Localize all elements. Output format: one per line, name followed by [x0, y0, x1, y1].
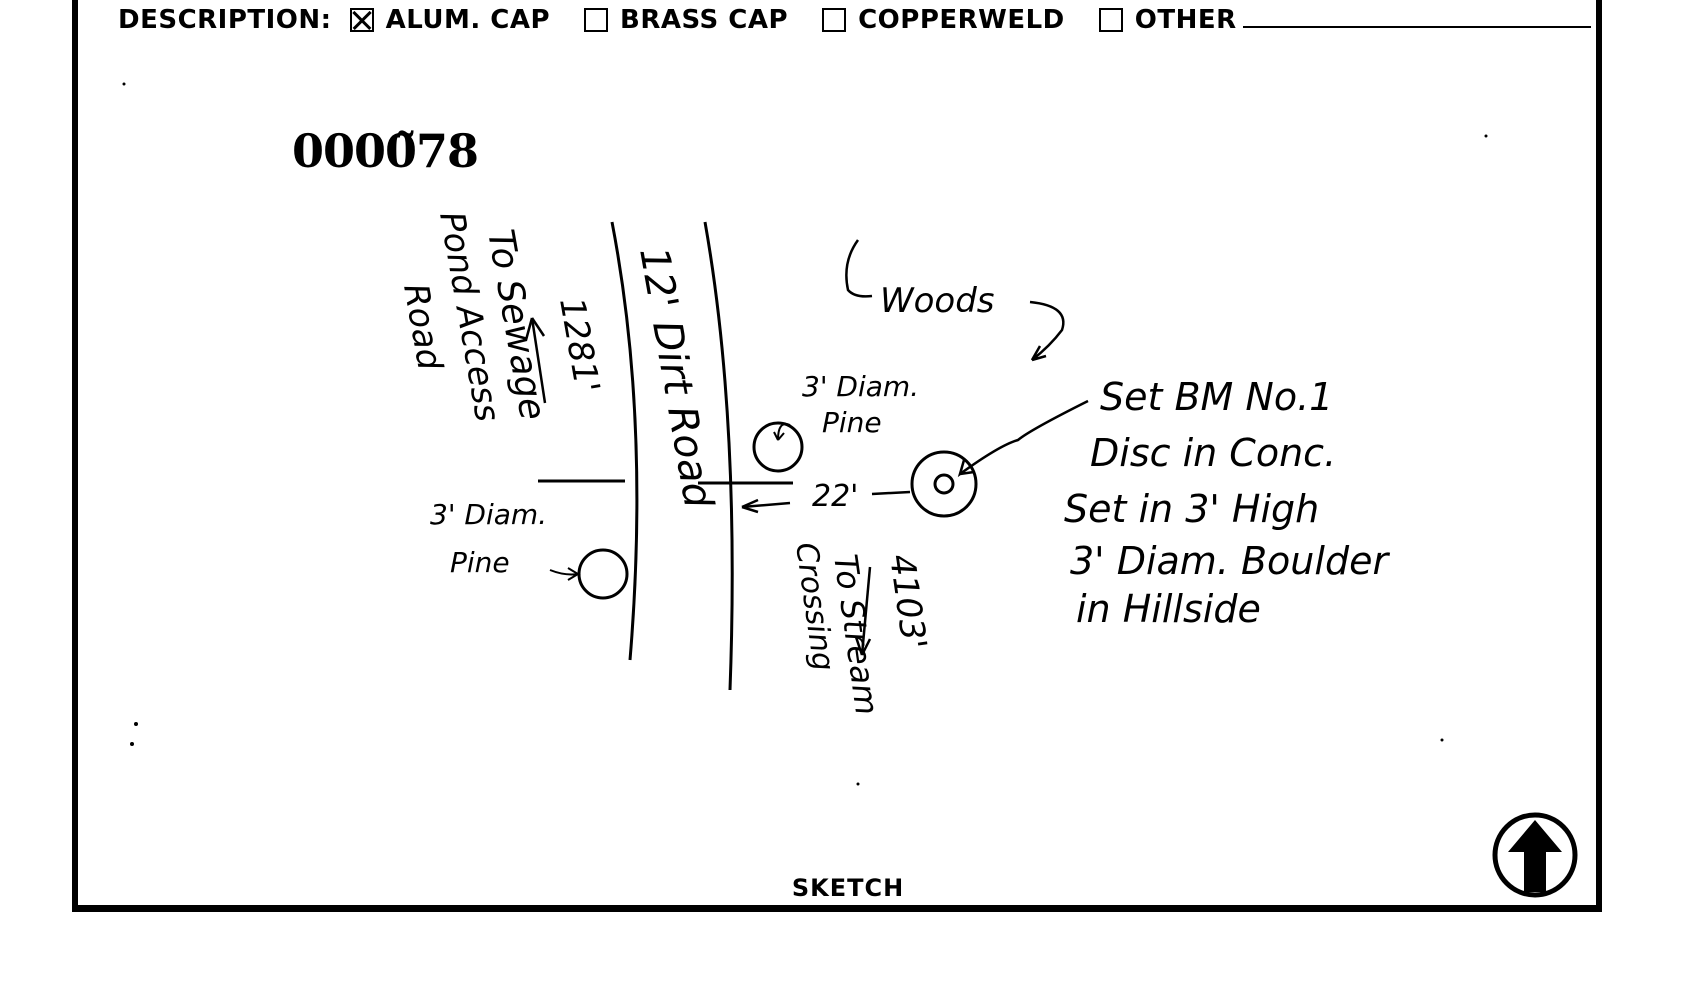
note-woods: Woods — [880, 281, 995, 321]
option-alum-cap[interactable]: ALUM. CAP — [349, 5, 551, 35]
option-other[interactable]: OTHER — [1098, 5, 1237, 35]
note-pond-road: Road — [395, 281, 450, 374]
arrow-curve-icon — [1029, 300, 1065, 362]
note-pine-1a: 3' Diam. — [802, 370, 919, 403]
option-copperweld[interactable]: COPPERWELD — [822, 5, 1065, 35]
note-dist-4103: 4103' — [881, 552, 934, 653]
note-bm-1: Set BM No.1 — [1100, 375, 1333, 419]
note-bm-2: Disc in Conc. — [1090, 431, 1336, 475]
checkbox-checked-icon[interactable] — [349, 8, 374, 32]
note-pine-2b: Pine — [450, 546, 510, 579]
arrow-up-icon — [524, 317, 546, 341]
form-border — [72, 0, 1602, 912]
option-label: ALUM. CAP — [385, 5, 551, 35]
option-brass-cap[interactable]: BRASS CAP — [584, 5, 788, 35]
pine-tree-icon — [752, 421, 804, 473]
arrow-left-icon — [741, 498, 759, 514]
checkbox-icon[interactable] — [822, 8, 847, 32]
note-bm-3: Set in 3' High — [1064, 487, 1319, 531]
description-label: DESCRIPTION: — [118, 5, 332, 35]
note-dist-1281: 1281' — [551, 295, 607, 396]
benchmark-icon — [910, 450, 978, 518]
checkbox-icon[interactable] — [584, 8, 609, 32]
option-label: COPPERWELD — [858, 5, 1065, 35]
sketch-label: SKETCH — [791, 874, 905, 902]
arrow-down-icon — [854, 636, 872, 656]
option-label: BRASS CAP — [620, 5, 789, 35]
note-dist-22: 22' — [812, 479, 858, 514]
other-blank-line[interactable] — [1242, 26, 1591, 28]
checkbox-icon[interactable] — [1098, 8, 1123, 32]
road-edge-left — [610, 221, 639, 661]
note-pine-1b: Pine — [822, 406, 882, 439]
north-arrow-icon — [1490, 810, 1580, 904]
note-pine-2a: 3' Diam. — [430, 498, 547, 531]
leader-arrow — [957, 399, 1089, 478]
option-label: OTHER — [1134, 5, 1237, 35]
serial-number: 0000̃78 — [292, 124, 479, 178]
note-bm-4: 3' Diam. Boulder — [1070, 539, 1390, 583]
road-edge-right — [703, 221, 734, 691]
description-row: DESCRIPTION: ALUM. CAP BRASS CAP COPPERW… — [118, 2, 1591, 38]
note-bm-5: in Hillside — [1076, 587, 1261, 631]
pine-tree-icon — [577, 548, 629, 600]
note-road: 12' Dirt Road — [630, 244, 721, 512]
